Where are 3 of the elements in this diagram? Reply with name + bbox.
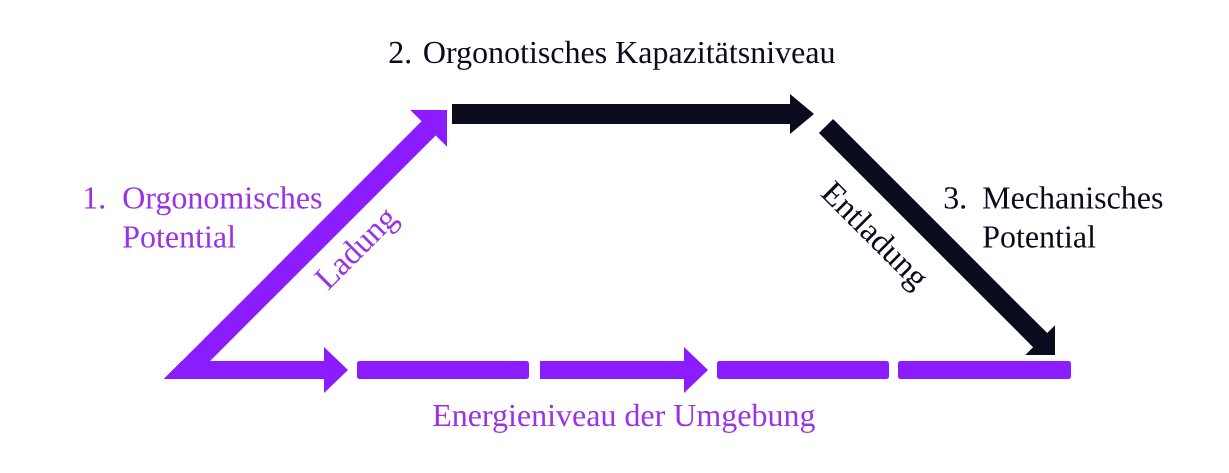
- level-label: 2. Orgonotisches Kapazitätsniveau: [389, 40, 835, 70]
- stage-label: 3. Mechanisches Potential: [944, 186, 1163, 248]
- level-label: Energieniveau der Umgebung: [433, 403, 815, 433]
